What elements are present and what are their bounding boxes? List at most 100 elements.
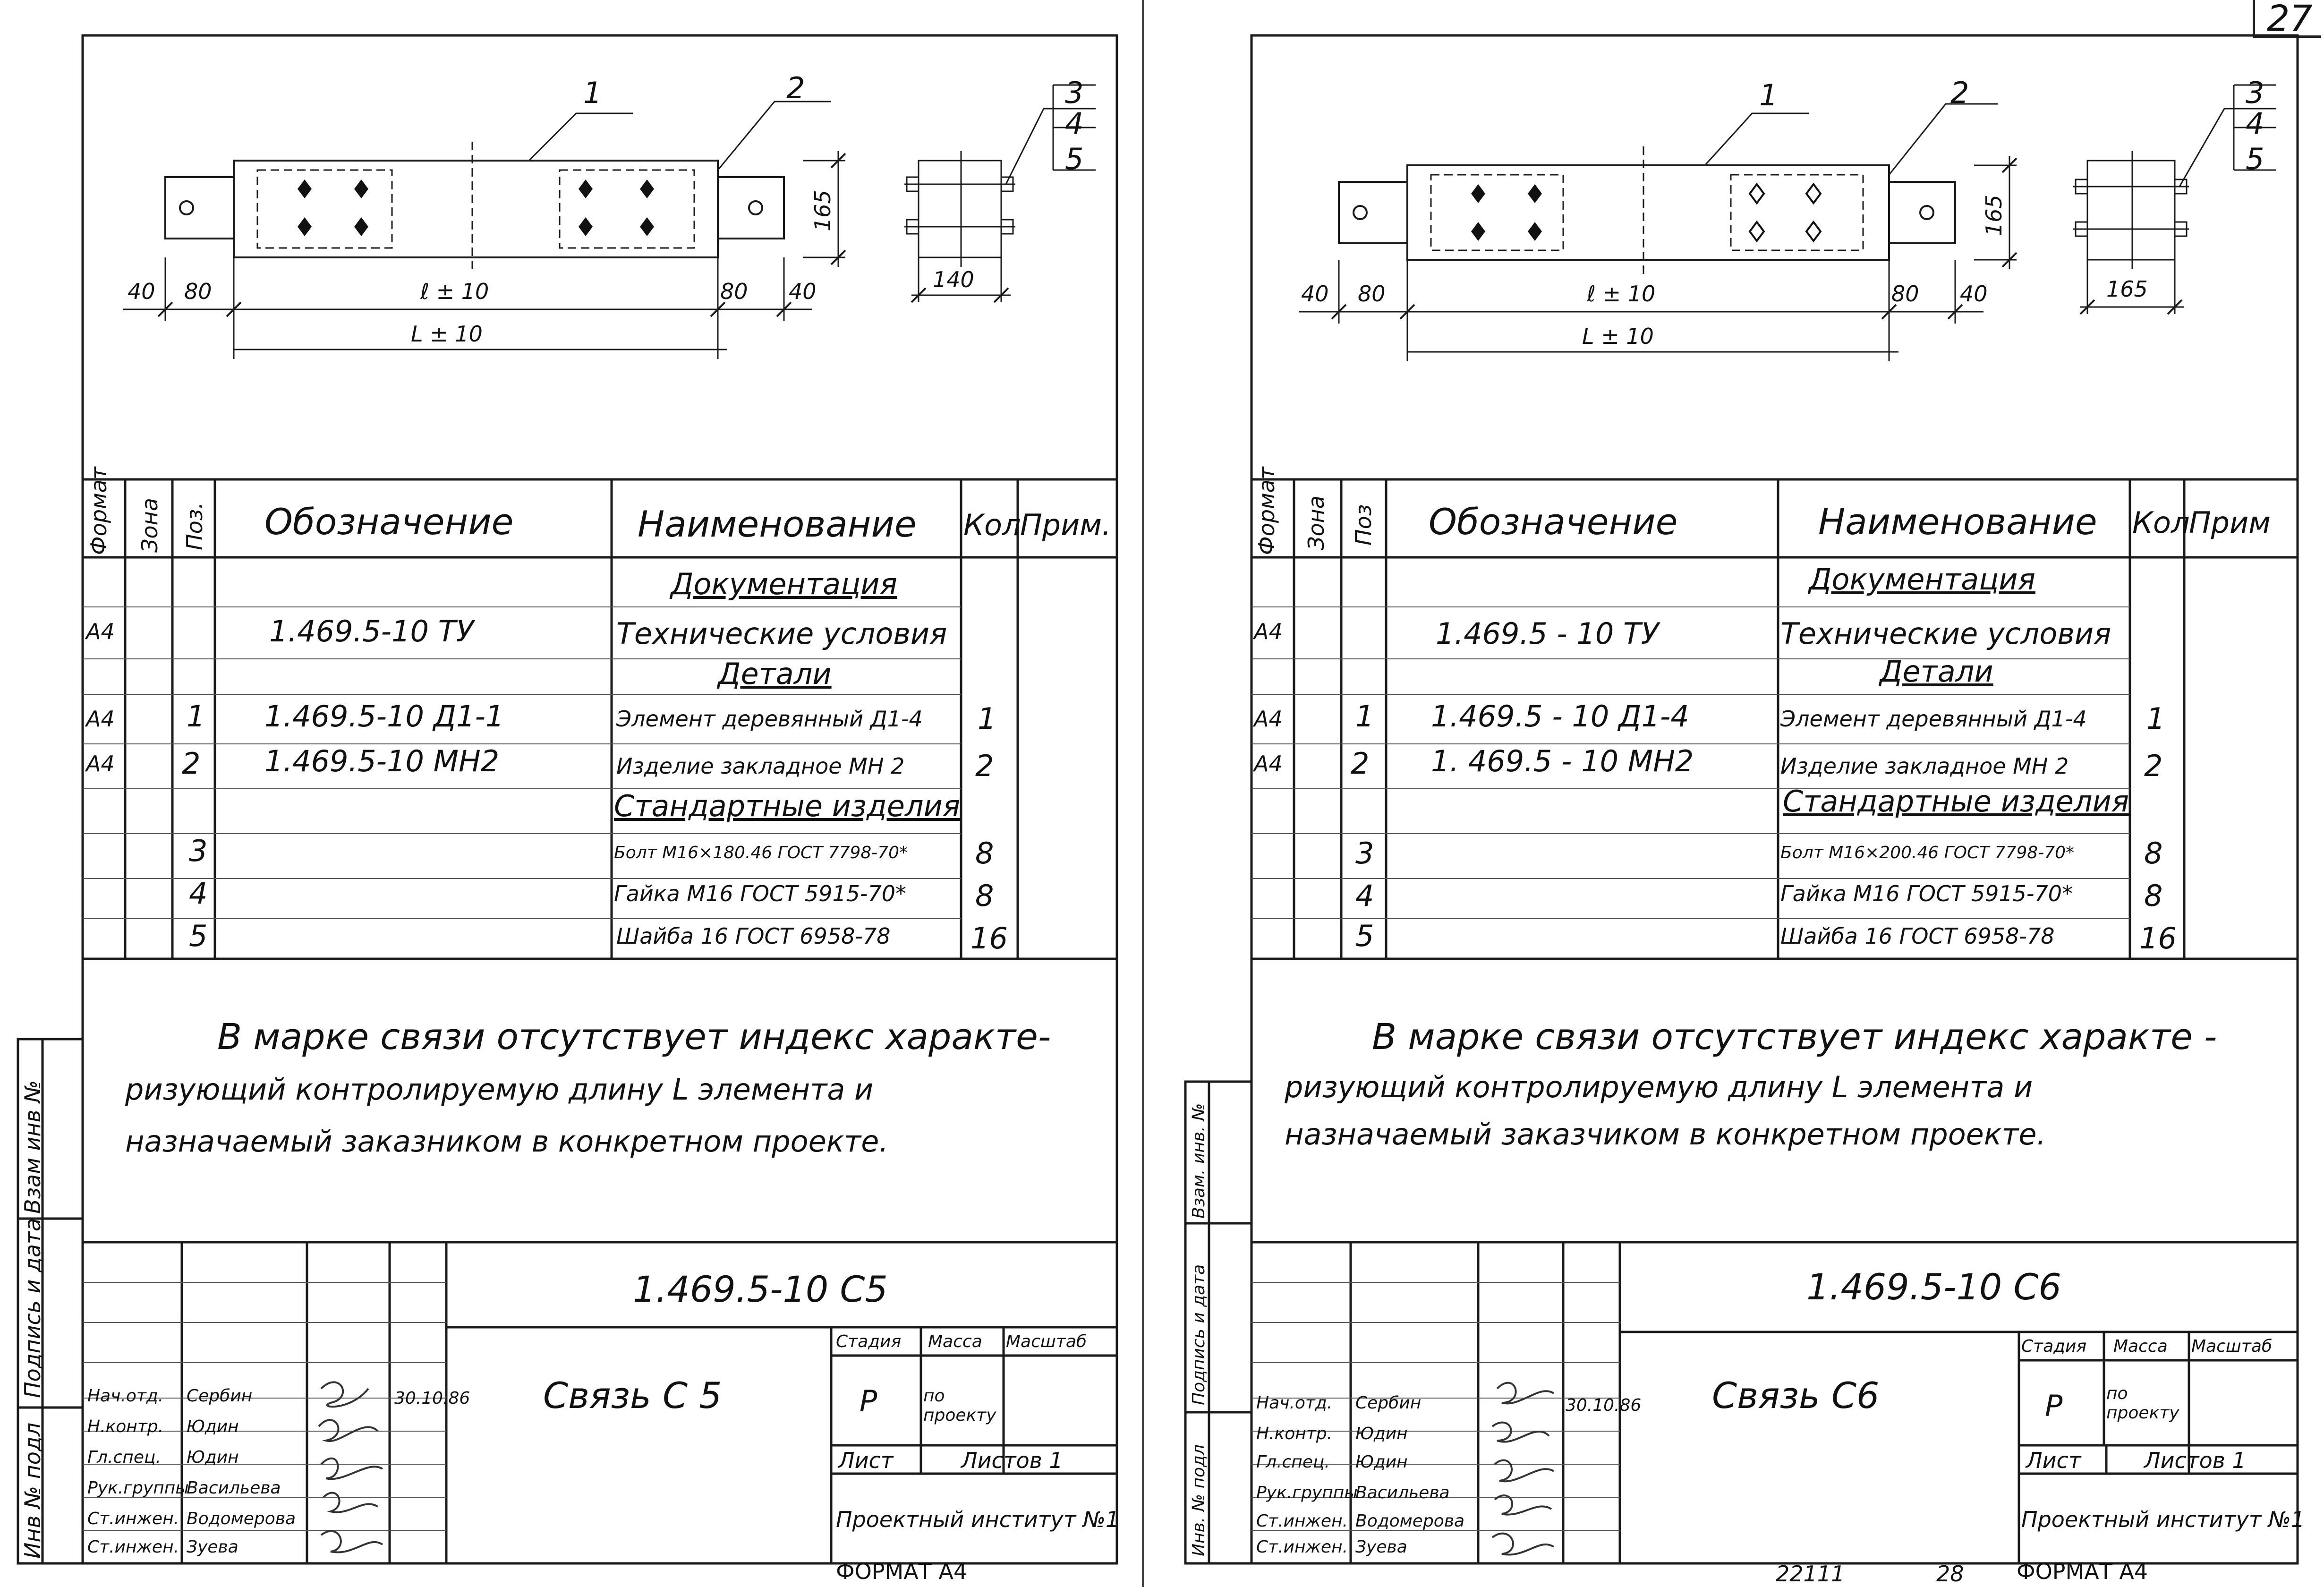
row-pos: 1 xyxy=(187,699,205,734)
format-label: ФОРМАТ А4 xyxy=(2017,1559,2148,1584)
dim-l: ℓ ± 10 xyxy=(420,279,489,304)
stamp-stage: Р xyxy=(860,1384,877,1418)
stamp-name: Зуева xyxy=(1355,1537,1407,1557)
side-sign-label: Подпись и дата xyxy=(1189,1264,1209,1405)
signature-scribbles xyxy=(1491,1382,1555,1556)
row-qty: 16 xyxy=(2139,921,2177,956)
signature-scribbles xyxy=(318,1381,383,1553)
row-qty: 2 xyxy=(2144,749,2163,783)
format-label: ФОРМАТ А4 xyxy=(836,1559,968,1584)
row-name: Болт М16×200.46 ГОСТ 7798-70* xyxy=(1780,843,2074,862)
header-designation: Обозначение xyxy=(264,501,514,543)
dim-l: ℓ ± 10 xyxy=(1587,281,1656,307)
sheet-divider xyxy=(1142,0,1144,1587)
row-pos: 4 xyxy=(1355,879,1374,913)
stamp-stage-header: Стадия xyxy=(2021,1337,2087,1356)
row-pos: 4 xyxy=(189,876,208,911)
stamp-role: Н.контр. xyxy=(1256,1424,1333,1443)
stamp-role: Рук.группы xyxy=(87,1478,189,1498)
stamp-name: Юдин xyxy=(187,1417,239,1436)
dim-right-offset: 80 xyxy=(1891,281,1919,307)
side-inv-label: Инв. № подл xyxy=(1189,1444,1209,1556)
frame-lines-right xyxy=(1184,34,2299,1565)
row-qty: 1 xyxy=(978,701,996,736)
row-designation: 1. 469.5 - 10 МН2 xyxy=(1431,744,1694,778)
stamp-stage-header: Стадия xyxy=(836,1332,902,1351)
stamp-sheets-header: Листов 1 xyxy=(2144,1448,2246,1473)
row-designation: 1.469.5-10 ТУ xyxy=(269,614,474,648)
stamp-mass: по проекту xyxy=(2106,1384,2179,1423)
dim-height: 165 xyxy=(1981,195,2007,236)
row-name: Элемент деревянный Д1-4 xyxy=(1780,706,2087,732)
stamp-sheet-header: Лист xyxy=(838,1448,894,1473)
row-pos: 3 xyxy=(1355,836,1374,870)
dim-right-end: 40 xyxy=(789,279,817,304)
stamp-role: Ст.инжен. xyxy=(87,1509,179,1528)
callout-3: 3 xyxy=(1065,76,1084,110)
dim-width: 165 xyxy=(2106,276,2148,302)
stamp-role: Гл.спец. xyxy=(87,1448,161,1467)
element-drawing-left xyxy=(164,142,785,272)
stamp-scale-header: Масштаб xyxy=(2191,1337,2273,1356)
stamp-role: Ст.инжен. xyxy=(1256,1537,1348,1557)
header-designation: Обозначение xyxy=(1429,501,1678,543)
note-line-1: В марке связи отсутствует индекс характе… xyxy=(1372,1015,2217,1058)
row-format: А4 xyxy=(86,619,115,644)
section-std: Стандартные изделия xyxy=(1783,784,2129,819)
header-pos: Поз xyxy=(1351,504,1376,546)
note-line-3: назначаемый заказчиком в конкретном прое… xyxy=(1285,1117,2046,1152)
callout-1: 1 xyxy=(583,76,602,110)
stamp-code: 1.469.5-10 С5 xyxy=(633,1268,888,1310)
row-pos: 5 xyxy=(1355,919,1374,953)
section-std: Стандартные изделия xyxy=(614,789,961,823)
stamp-name: Зуева xyxy=(187,1537,238,1557)
row-qty: 1 xyxy=(2146,701,2165,736)
callout-5: 5 xyxy=(2246,142,2264,176)
note-line-2: ризующий контролируемую длину L элемента… xyxy=(1285,1070,2033,1104)
stamp-title: Связь С6 xyxy=(1712,1374,1880,1416)
drawing-sheet-right: 1 2 3 4 5 40 80 ℓ ± 10 80 40 L ± 10 165 … xyxy=(1162,0,2324,1587)
stamp-role: Нач.отд. xyxy=(87,1386,164,1406)
dim-L: L ± 10 xyxy=(1582,324,1654,349)
stamp-name: Сербин xyxy=(187,1386,253,1406)
row-qty: 8 xyxy=(975,836,994,870)
header-note: Прим xyxy=(2189,505,2271,540)
note-line-3: назначаемый заказником в конкретном прое… xyxy=(125,1124,889,1159)
dim-height: 165 xyxy=(810,190,835,231)
section-docs: Документация xyxy=(671,567,897,601)
dim-left-offset: 80 xyxy=(184,279,212,304)
row-designation: 1.469.5 - 10 Д1-4 xyxy=(1431,699,1689,734)
row-name: Технические условия xyxy=(616,616,947,651)
stamp-mass-header: Масса xyxy=(2113,1337,2168,1356)
stamp-organization: Проектный институт №1 xyxy=(836,1507,1120,1532)
row-qty: 8 xyxy=(975,879,994,913)
stamp-role: Ст.инжен. xyxy=(1256,1511,1348,1531)
element-drawing-right xyxy=(1338,146,1956,274)
stamp-name: Юдин xyxy=(1355,1452,1408,1472)
stamp-role: Ст.инжен. xyxy=(87,1537,179,1557)
note-line-2: ризующий контролируемую длину L элемента… xyxy=(125,1072,874,1107)
header-zone: Зона xyxy=(137,498,162,553)
stamp-role: Н.контр. xyxy=(87,1417,164,1436)
dim-width: 140 xyxy=(933,267,974,292)
row-format: А4 xyxy=(86,751,115,776)
side-replace-label: Взам. инв. № xyxy=(1189,1103,1209,1219)
callout-5: 5 xyxy=(1065,142,1084,176)
row-format: А4 xyxy=(86,706,115,732)
section-details: Детали xyxy=(1880,654,1993,689)
row-name: Элемент деревянный Д1-4 xyxy=(616,706,923,732)
stamp-role: Гл.спец. xyxy=(1256,1452,1330,1472)
row-name: Изделие закладное МН 2 xyxy=(1780,753,2069,779)
note-line-1: В марке связи отсутствует индекс характе… xyxy=(217,1015,1051,1058)
header-zone: Зона xyxy=(1303,495,1329,550)
header-name: Наименование xyxy=(638,503,917,545)
row-name: Шайба 16 ГОСТ 6958-78 xyxy=(1780,923,2055,949)
callout-1: 1 xyxy=(1759,78,1778,112)
side-inv-label: Инв № подл xyxy=(20,1422,45,1559)
stamp-code: 1.469.5-10 С6 xyxy=(1806,1266,2061,1308)
stamp-scale-header: Масштаб xyxy=(1006,1332,1087,1351)
row-pos: 2 xyxy=(1351,746,1370,781)
row-qty: 2 xyxy=(975,749,994,783)
stamp-sheet-header: Лист xyxy=(2026,1448,2081,1473)
row-name: Шайба 16 ГОСТ 6958-78 xyxy=(616,923,891,949)
